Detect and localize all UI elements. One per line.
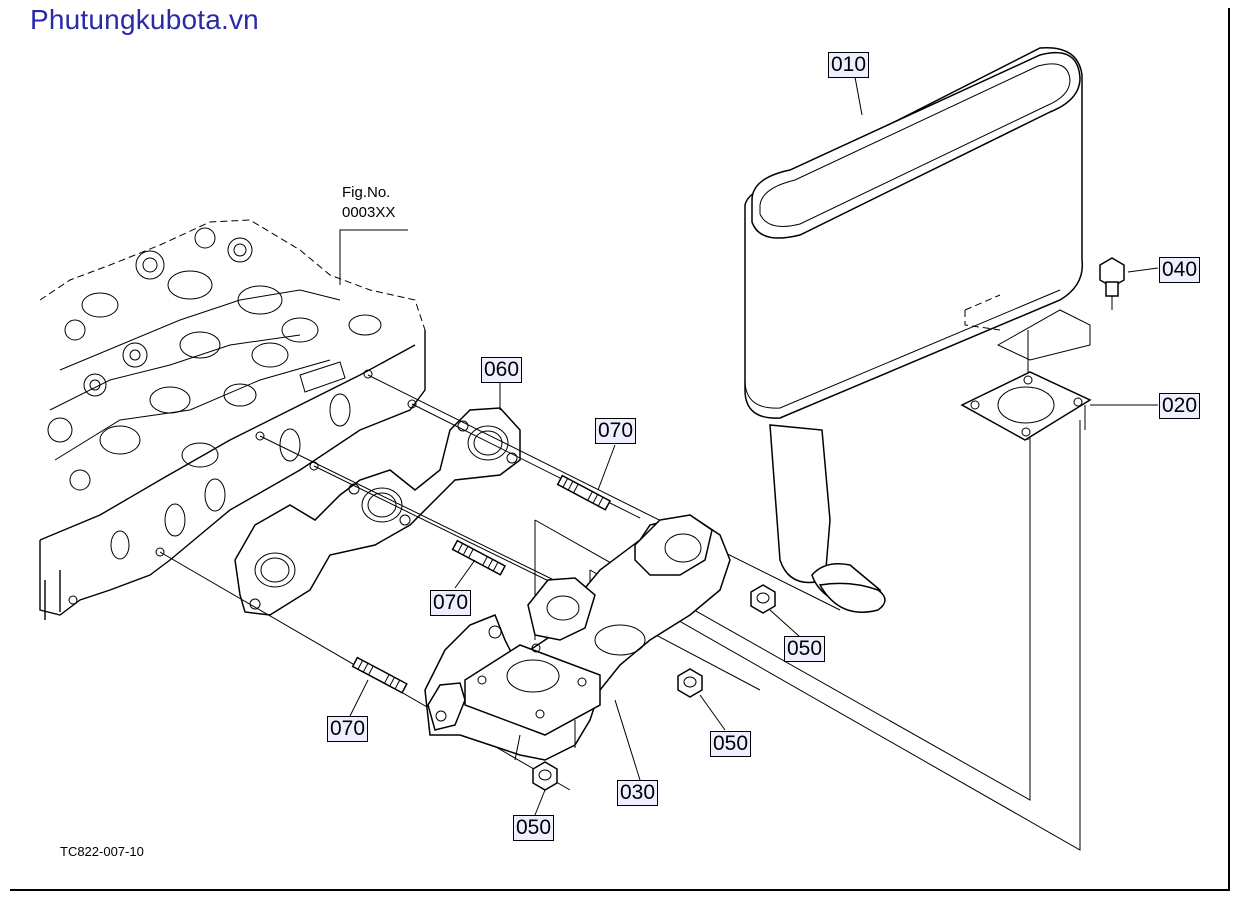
muffler-gasket-020 [960, 371, 1092, 441]
nuts-050 [532, 584, 776, 791]
exhaust-gasket-060 [234, 407, 521, 616]
callout-050-bottom[interactable]: 050 [513, 815, 555, 841]
muffler-010 [744, 47, 1091, 613]
callout-060[interactable]: 060 [481, 357, 523, 383]
callout-050-right[interactable]: 050 [784, 636, 826, 662]
figure-reference-number: 0003XX [342, 204, 396, 221]
callout-010[interactable]: 010 [828, 52, 870, 78]
exhaust-manifold-030 [424, 514, 731, 761]
drawing-frame [10, 8, 1230, 891]
plug-bolt-040 [1099, 257, 1125, 297]
figure-reference-label: Fig.No. [342, 184, 391, 201]
stud-bolts-070 [351, 474, 612, 694]
callout-070-upper[interactable]: 070 [595, 418, 637, 444]
callout-070-middle[interactable]: 070 [430, 590, 472, 616]
drawing-code: TC822-007-10 [60, 844, 144, 859]
callout-050-middle[interactable]: 050 [710, 731, 752, 757]
callout-030[interactable]: 030 [617, 780, 659, 806]
cylinder-head-drawing [39, 219, 426, 620]
figure-reference: Fig.No. 0003XX [342, 183, 395, 223]
brand-watermark: Phutungkubota.vn [30, 4, 259, 35]
callout-040[interactable]: 040 [1159, 257, 1201, 283]
leader-lines [339, 76, 1159, 816]
callout-020[interactable]: 020 [1159, 393, 1201, 419]
callout-070-lower[interactable]: 070 [327, 716, 369, 742]
